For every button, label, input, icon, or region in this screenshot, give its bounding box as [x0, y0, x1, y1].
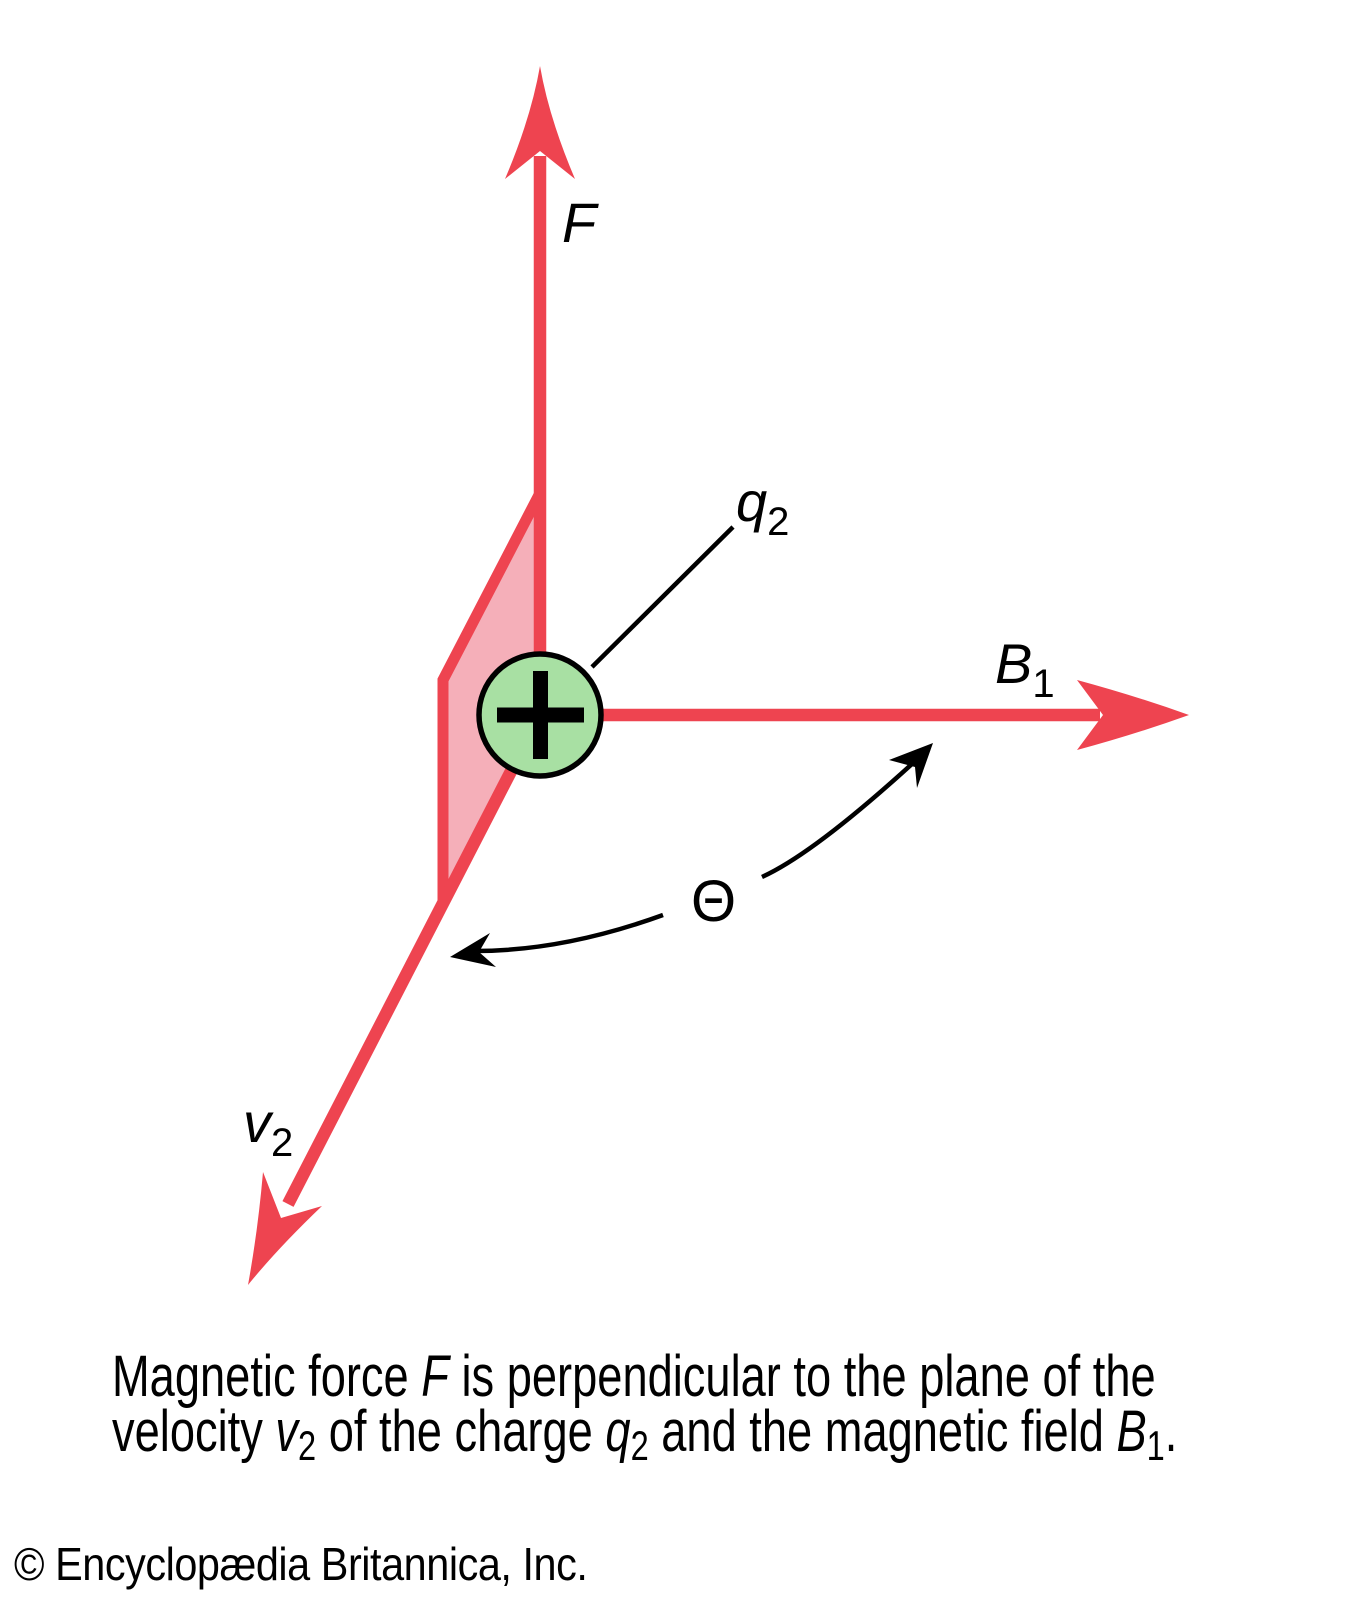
- angle-arc-left-arrowhead: [450, 933, 496, 967]
- caption-text: Magnetic force: [112, 1344, 422, 1409]
- velocity-vector-shaft: [282, 712, 546, 1207]
- force-vector-arrowhead: [505, 66, 575, 179]
- caption-force-symbol: F: [421, 1344, 449, 1409]
- velocity-vector-arrowhead: [248, 1172, 322, 1285]
- caption-line-1: Magnetic force F is perpendicular to the…: [112, 1348, 1177, 1406]
- plus-icon: [497, 671, 584, 759]
- caption-field-symbol: B: [1116, 1399, 1147, 1464]
- field-vector-arrowhead: [1077, 680, 1189, 750]
- angle-arc-right: [761, 750, 927, 880]
- caption-velocity-subscript: 2: [298, 1422, 317, 1470]
- caption-text: and the magnetic field: [648, 1399, 1117, 1464]
- figure-caption: Magnetic force F is perpendicular to the…: [112, 1348, 1177, 1473]
- angle-arc-left: [469, 912, 664, 954]
- caption-line-2: velocity v2 of the charge q2 and the mag…: [112, 1403, 1177, 1473]
- caption-field-subscript: 1: [1146, 1422, 1165, 1470]
- velocity-label: v2: [243, 1091, 293, 1165]
- caption-text: is perpendicular to the plane of the: [448, 1344, 1156, 1409]
- caption-charge-symbol: q: [605, 1399, 631, 1464]
- force-label: F: [562, 191, 599, 254]
- copyright-credit: © Encyclopædia Britannica, Inc.: [14, 1538, 588, 1590]
- field-label: B1: [995, 632, 1055, 706]
- angle-arc-right-arrowhead: [889, 743, 933, 788]
- charge-leader-line: [590, 525, 735, 669]
- caption-text: velocity: [112, 1399, 276, 1464]
- caption-text: .: [1164, 1399, 1178, 1464]
- caption-text: of the charge: [316, 1399, 606, 1464]
- caption-charge-subscript: 2: [630, 1422, 649, 1470]
- charge-label: q2: [736, 470, 789, 544]
- caption-velocity-symbol: v: [275, 1399, 299, 1464]
- angle-label: Θ: [691, 869, 736, 934]
